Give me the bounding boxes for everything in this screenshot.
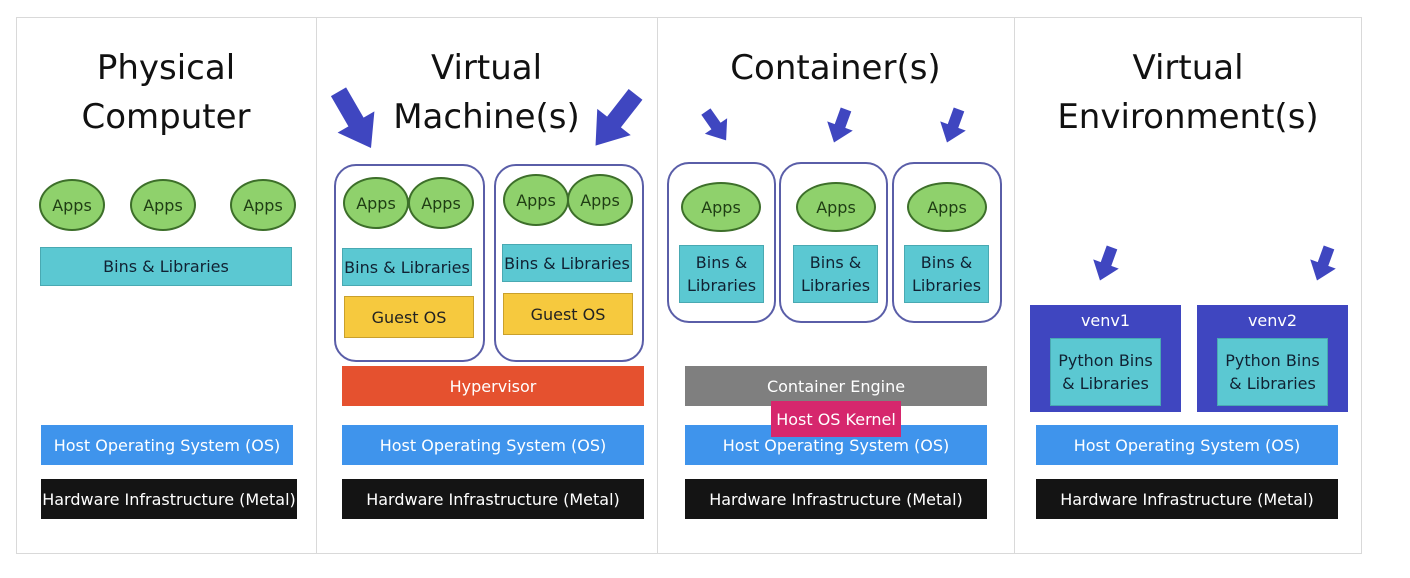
vm-group [334,164,485,362]
title-physical-computer: Physical Computer [16,44,316,142]
vm-arrow-left-icon [330,87,375,148]
bins-label-line: Bins & [809,253,862,272]
venv-label: venv2 [1247,311,1298,330]
container-arrow-icon [940,107,966,143]
column-divider [316,17,317,554]
guest-os-layer: Guest OS [503,293,633,335]
title-containers: Container(s) [657,44,1014,93]
container-arrow-icon [701,108,728,141]
bins-label-line: Libraries [800,276,871,295]
venv-box: venv2 Python Bins & Libraries [1197,305,1348,412]
diagram-frame [16,17,1362,554]
title-virtual-environments: Virtual Environment(s) [1014,44,1362,142]
column-divider [1014,17,1015,554]
guest-os-layer: Guest OS [344,296,474,338]
vm-arrow-right-icon [595,89,643,146]
title-line: Virtual [430,48,543,88]
container-group [667,162,776,323]
venv-arrow-icon [1310,245,1336,281]
bins-label-line: Libraries [911,276,982,295]
venv-box: venv1 Python Bins & Libraries [1030,305,1181,412]
apps-node: Apps [681,182,761,232]
hardware-layer: Hardware Infrastructure (Metal) [1036,479,1338,519]
apps-node: Apps [230,179,296,231]
title-line: Machine(s) [393,97,580,137]
title-line: Environment(s) [1057,97,1319,137]
hardware-layer: Hardware Infrastructure (Metal) [41,479,297,519]
python-bins-label-line: & Libraries [1229,374,1316,393]
title-line: Physical [96,48,236,88]
container-group [892,162,1002,323]
bins-libraries-layer: Bins & Libraries [679,245,764,303]
apps-node: Apps [408,177,474,229]
host-os-layer: Host Operating System (OS) [342,425,644,465]
python-bins-label-line: Python Bins [1058,351,1153,370]
apps-node: Apps [796,182,876,232]
hardware-layer: Hardware Infrastructure (Metal) [342,479,644,519]
bins-label-line: Bins & [920,253,973,272]
container-engine-layer: Container Engine [685,366,987,406]
bins-label-line: Libraries [686,276,757,295]
venv-arrow-icon [1093,245,1119,281]
bins-libraries-layer: Bins & Libraries [904,245,989,303]
title-line: Container(s) [730,48,941,88]
title-line: Computer [81,97,251,137]
python-bins-label-line: & Libraries [1062,374,1149,393]
vm-group [494,164,644,362]
apps-node: Apps [39,179,105,231]
apps-node: Apps [907,182,987,232]
venv-label: venv1 [1080,311,1131,330]
apps-node: Apps [503,174,569,226]
host-os-layer: Host Operating System (OS) [1036,425,1338,465]
title-line: Virtual [1132,48,1244,88]
python-bins-label-line: Python Bins [1225,351,1320,370]
hypervisor-layer: Hypervisor [342,366,644,406]
column-divider [657,17,658,554]
apps-node: Apps [567,174,633,226]
apps-node: Apps [130,179,196,231]
hardware-layer: Hardware Infrastructure (Metal) [685,479,987,519]
host-os-kernel-badge: Host OS Kernel [771,401,901,437]
bins-label-line: Bins & [695,253,748,272]
bins-libraries-layer: Bins & Libraries [793,245,878,303]
bins-libraries-layer: Bins & Libraries [502,244,632,282]
python-bins-libraries-layer: Python Bins & Libraries [1050,338,1161,406]
container-group [779,162,888,323]
python-bins-libraries-layer: Python Bins & Libraries [1217,338,1328,406]
bins-libraries-layer: Bins & Libraries [342,248,472,286]
bins-libraries-layer: Bins & Libraries [40,247,292,286]
host-os-layer: Host Operating System (OS) [41,425,293,465]
container-arrow-icon [827,107,853,143]
apps-node: Apps [343,177,409,229]
title-virtual-machines: Virtual Machine(s) [316,44,657,142]
